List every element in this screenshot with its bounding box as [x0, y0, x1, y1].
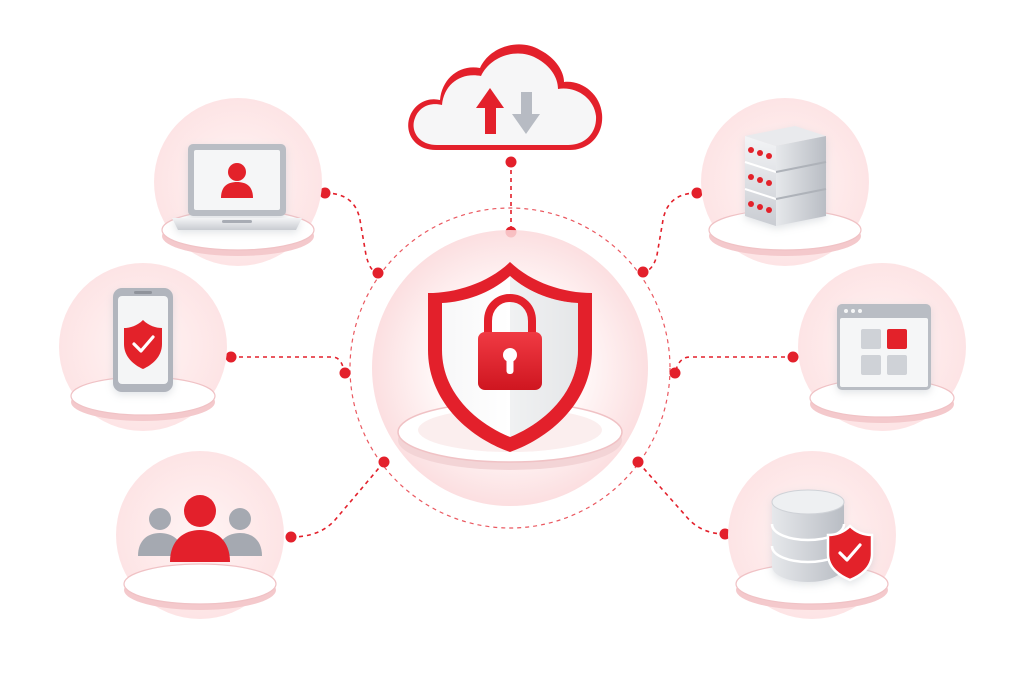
- connector-servers: [642, 192, 698, 273]
- download-arrow-icon: [512, 92, 540, 134]
- server-rack-icon: [744, 126, 827, 226]
- cloud-sync-icon: [408, 44, 603, 150]
- hub-security-shield[interactable]: [372, 230, 648, 506]
- connector-app-window: [674, 356, 793, 374]
- connector-dots: [225, 156, 799, 543]
- phone-shield-icon: [113, 288, 173, 392]
- connector-phone: [231, 356, 346, 373]
- outer-dashed-ring: [349, 207, 671, 529]
- node-app-window[interactable]: [798, 263, 966, 431]
- node-phone[interactable]: [59, 263, 227, 431]
- shield-lock-icon: [428, 262, 592, 452]
- user-group-icon: [138, 495, 262, 562]
- connector-laptop: [324, 192, 379, 274]
- server-status-lights: [748, 147, 772, 213]
- node-database[interactable]: [728, 451, 896, 619]
- connector-database: [637, 461, 726, 535]
- connectors: [231, 162, 793, 538]
- laptop-user-icon: [172, 144, 302, 230]
- app-window-icon: [837, 304, 931, 390]
- user-avatar-icon: [228, 163, 246, 181]
- node-laptop[interactable]: [154, 98, 322, 266]
- connector-users: [290, 461, 385, 538]
- database-shield-icon: [770, 489, 874, 582]
- upload-arrow-icon: [476, 88, 504, 134]
- node-cloud[interactable]: [408, 44, 603, 150]
- node-users[interactable]: [116, 451, 284, 619]
- node-servers[interactable]: [701, 98, 869, 266]
